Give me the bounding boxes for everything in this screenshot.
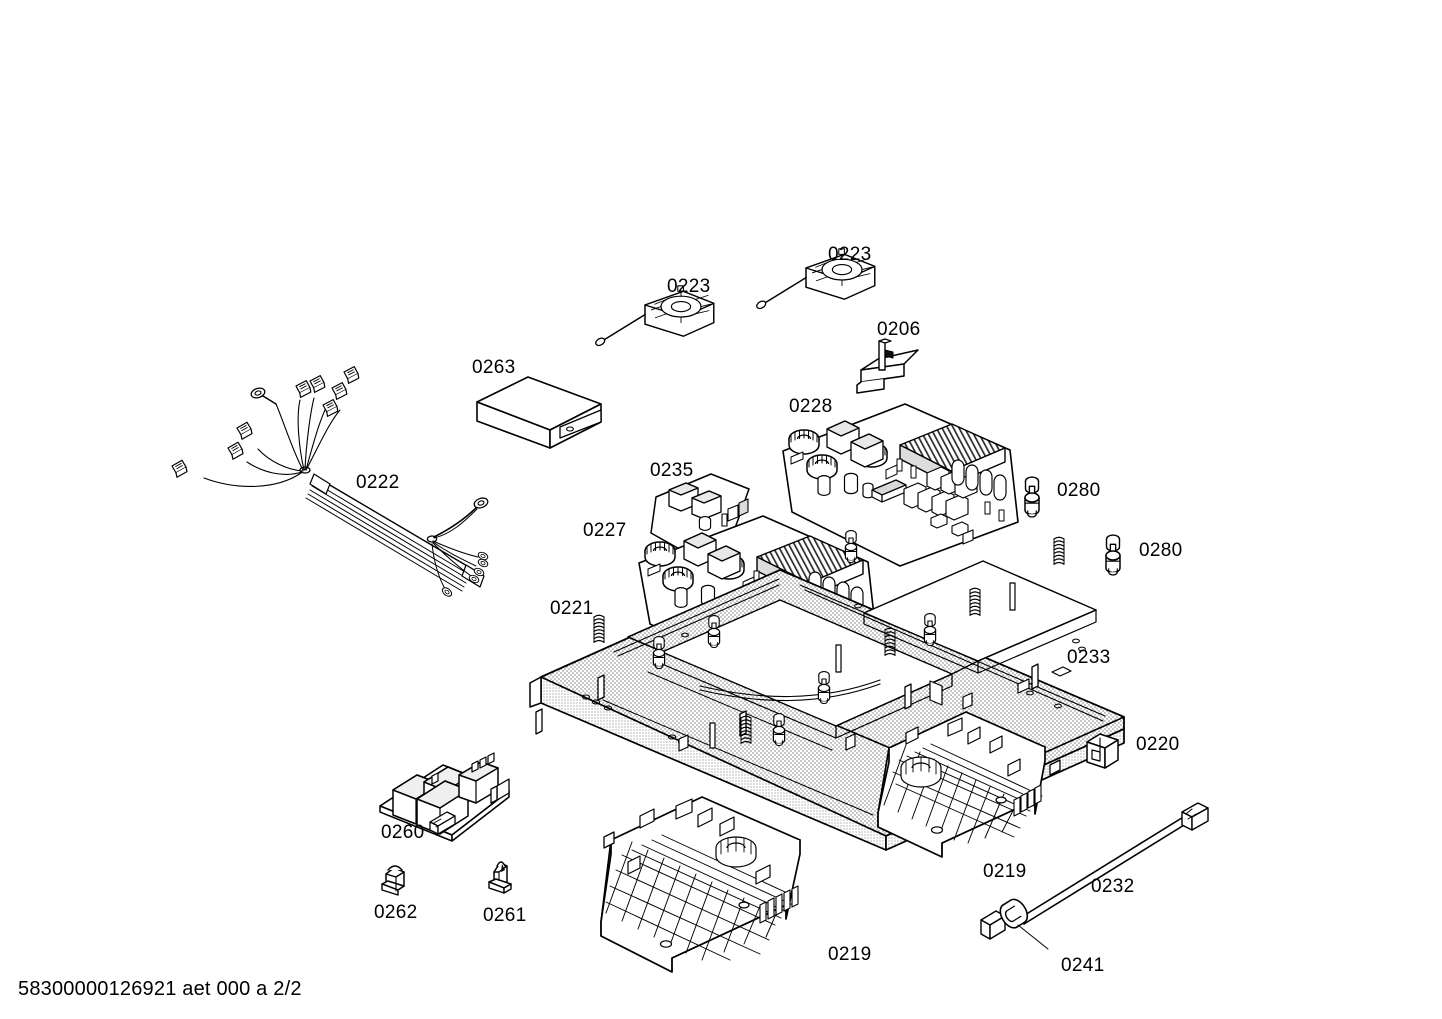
part-0220-connector-block [1086,733,1119,769]
part-0260-line-filter-board [379,752,510,842]
part-0223-blower-fan-left [595,285,715,347]
label-0219-front: 0219 [828,944,872,965]
part-0280-stud-screw-upper [1024,476,1040,518]
label-0227: 0227 [583,520,627,541]
label-0280-upper: 0280 [1057,480,1101,501]
label-0232: 0232 [1091,876,1135,897]
part-0280-stud-screw-lower [1105,534,1121,576]
part-0262-clip-small [381,865,405,896]
part-0219-base-tray-front [600,796,801,973]
part-0232-ribbon-cable [980,802,1209,940]
part-0228-power-pcb-rear [782,403,1019,567]
part-0219-base-tray-rear [877,711,1061,858]
label-0263: 0263 [472,357,516,378]
part-0263-cover-box [476,376,602,449]
label-0235: 0235 [650,460,694,481]
label-0223-right: 0223 [828,244,872,265]
label-0206: 0206 [877,319,921,340]
label-0223-left: 0223 [667,276,711,297]
label-0222: 0222 [356,472,400,493]
label-0280-lower: 0280 [1139,540,1183,561]
part-0223-blower-fan-right [756,248,876,310]
label-0220: 0220 [1136,734,1180,755]
part-0222-wiring-harness [170,365,490,599]
label-0219-rear: 0219 [983,861,1027,882]
label-0260: 0260 [381,822,425,843]
part-0206-mounting-bracket [856,338,919,394]
label-0262: 0262 [374,902,418,923]
label-0241: 0241 [1061,955,1105,976]
part-0241-ferrite-core [999,898,1049,950]
label-0233: 0233 [1067,647,1111,668]
part-0261-clip-pin [488,861,512,894]
label-0221: 0221 [550,598,594,619]
label-0228: 0228 [789,396,833,417]
label-0261: 0261 [483,905,527,926]
document-footer: 58300000126921 aet 000 a 2/2 [18,978,302,1000]
